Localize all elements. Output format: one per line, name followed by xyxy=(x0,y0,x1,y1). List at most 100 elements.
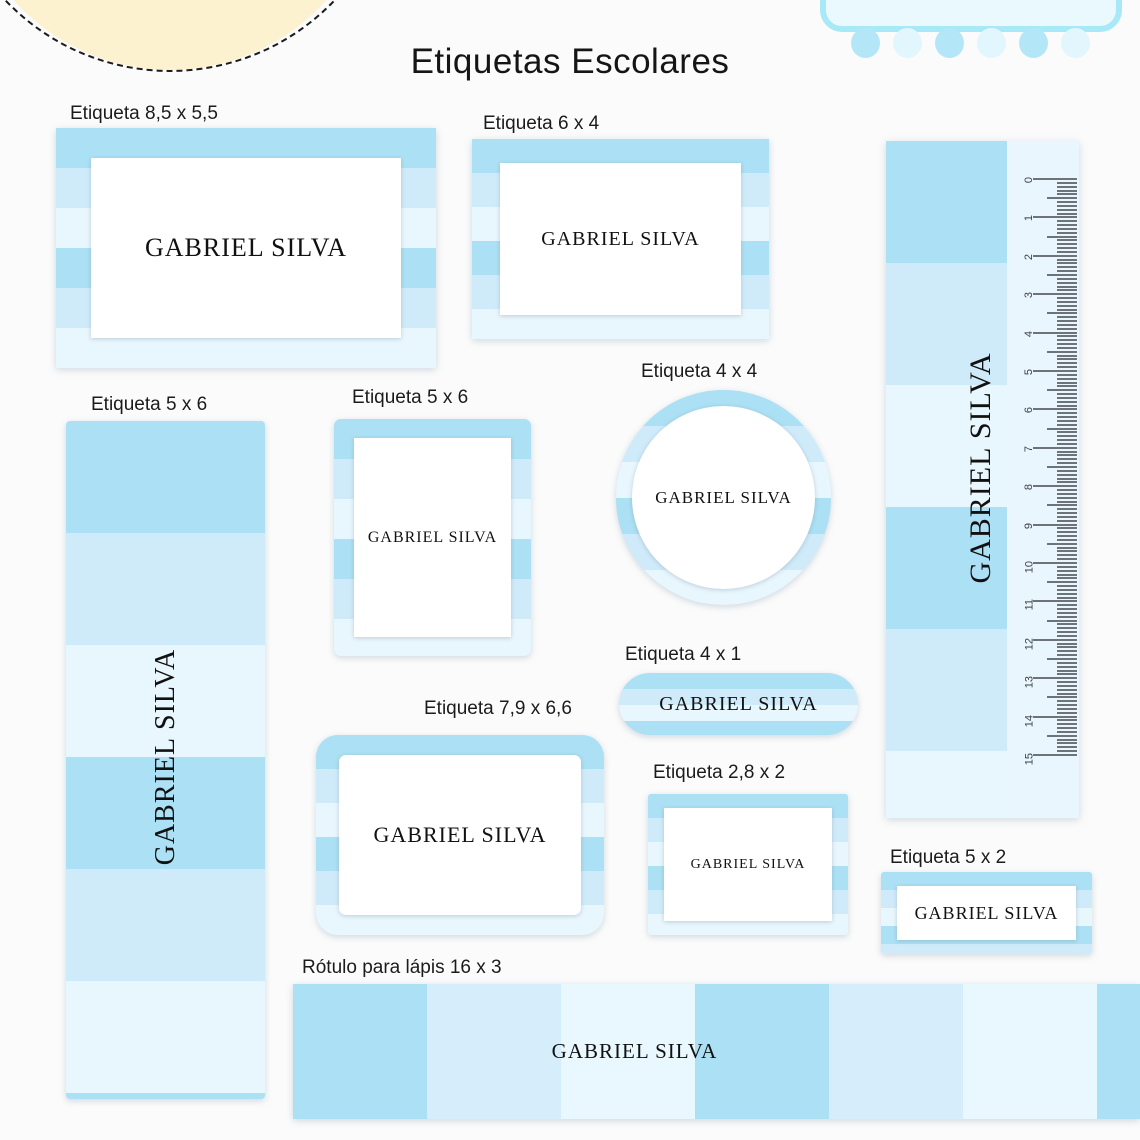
label-8-5x5-5[interactable]: GABRIEL SILVA xyxy=(56,128,436,368)
ruler-tick-minor xyxy=(1057,469,1077,472)
ruler-tick-minor xyxy=(1057,746,1077,749)
ruler-tick-minor xyxy=(1057,458,1077,461)
label-name: GABRIEL SILVA xyxy=(373,822,547,847)
ruler-tick-minor xyxy=(1057,416,1077,419)
ruler-tick-minor xyxy=(1057,450,1077,453)
ruler-tick-major xyxy=(1033,715,1077,718)
ruler-tick-minor xyxy=(1057,208,1077,211)
ruler-tick-half xyxy=(1047,696,1077,699)
ruler-tick-minor xyxy=(1057,585,1077,588)
label-5x6-vertical[interactable]: GABRIEL SILVA xyxy=(66,421,265,1099)
ruler-tick-number: 6 xyxy=(1023,407,1035,414)
label-5x2[interactable]: GABRIEL SILVA xyxy=(881,872,1092,954)
dot-decoration xyxy=(1061,28,1090,58)
ruler-tick-minor xyxy=(1057,281,1077,284)
ruler-tick-minor xyxy=(1057,611,1077,614)
caption-6x4: Etiqueta 6 x 4 xyxy=(483,113,600,134)
ruler-tick-minor xyxy=(1057,354,1077,357)
ruler-tick-major xyxy=(1033,562,1077,564)
label-name: GABRIEL SILVA xyxy=(150,648,181,866)
ruler-tick-minor xyxy=(1057,289,1077,292)
ruler-tick-half xyxy=(1047,581,1077,584)
caption-2-8x2: Etiqueta 2,8 x 2 xyxy=(653,762,786,783)
ruler-tick-minor xyxy=(1057,239,1077,242)
label-5x6[interactable]: GABRIEL SILVA xyxy=(334,419,531,656)
ruler-tick-minor xyxy=(1057,220,1077,223)
ruler-tick-minor xyxy=(1057,546,1077,549)
dot-decoration xyxy=(977,28,1006,58)
ruler-tick-minor xyxy=(1057,569,1077,572)
ruler-tick-minor xyxy=(1057,496,1077,499)
ruler-tick-minor xyxy=(1057,565,1077,568)
ruler-tick-major xyxy=(1033,754,1077,756)
label-card: GABRIEL SILVA xyxy=(354,438,511,637)
ruler-tick-half xyxy=(1047,274,1077,276)
rounded-rect-decoration xyxy=(820,0,1122,32)
label-pencil-16x3[interactable]: GABRIEL SILVA xyxy=(293,984,1140,1119)
ruler-tick-minor xyxy=(1057,366,1077,369)
caption-8-5x5-5: Etiqueta 8,5 x 5,5 xyxy=(70,103,218,124)
ruler-tick-minor xyxy=(1057,270,1077,273)
caption-5x2: Etiqueta 5 x 2 xyxy=(890,847,1007,868)
ruler-tick-minor xyxy=(1057,320,1077,323)
label-7-9x6-6[interactable]: GABRIEL SILVA xyxy=(316,735,604,935)
ruler-tick-minor xyxy=(1057,396,1077,399)
ruler-tick-half xyxy=(1047,504,1077,507)
ruler-tick-minor xyxy=(1057,500,1077,503)
ruler-tick-minor xyxy=(1057,362,1077,365)
ruler-tick-minor xyxy=(1057,558,1077,561)
ruler-tick-minor xyxy=(1057,688,1077,691)
ruler-tick-number: 8 xyxy=(1023,484,1035,491)
ruler-tick-minor xyxy=(1057,385,1077,388)
ruler-tick-minor xyxy=(1057,335,1077,338)
ruler-tick-minor xyxy=(1057,654,1077,657)
ruler-tick-major xyxy=(1033,216,1077,219)
ruler-tick-minor xyxy=(1057,393,1077,396)
ruler-tick-minor xyxy=(1057,212,1077,215)
ruler-tick-number: 9 xyxy=(1023,522,1035,529)
ruler-tick-major xyxy=(1033,446,1077,449)
label-2-8x2[interactable]: GABRIEL SILVA xyxy=(648,794,848,935)
label-4x4-circle[interactable]: GABRIEL SILVA xyxy=(616,390,831,605)
ruler-tick-minor xyxy=(1057,492,1077,495)
dot-decoration xyxy=(1019,28,1048,58)
ruler-tick-half xyxy=(1047,389,1077,392)
ruler-tick-major xyxy=(1033,178,1077,180)
ruler-tick-minor xyxy=(1057,719,1077,722)
ruler-tick-minor xyxy=(1057,473,1077,476)
label-4x1-pill[interactable]: GABRIEL SILVA xyxy=(619,673,858,735)
ruler-tick-minor xyxy=(1057,588,1077,591)
ruler-tick-minor xyxy=(1057,704,1077,707)
label-name: GABRIEL SILVA xyxy=(551,1039,718,1063)
dot-decoration xyxy=(893,28,922,58)
ruler-tick-number: 4 xyxy=(1023,330,1035,337)
ruler-tick-minor xyxy=(1057,439,1077,442)
ruler-tick-minor xyxy=(1057,646,1077,649)
ruler-tick-half xyxy=(1047,542,1077,545)
ruler-tick-minor xyxy=(1057,285,1077,288)
label-6x4[interactable]: GABRIEL SILVA xyxy=(472,139,769,339)
label-name: GABRIEL SILVA xyxy=(655,487,792,507)
ruler-tick-number: 14 xyxy=(1023,714,1035,727)
ruler-tick-minor xyxy=(1057,258,1077,261)
ruler-tick-minor xyxy=(1057,339,1077,342)
ruler-tick-minor xyxy=(1057,527,1077,530)
ruler-tick-half xyxy=(1047,734,1077,737)
ruler-tick-number: 7 xyxy=(1023,445,1035,452)
ruler-tick-number: 5 xyxy=(1023,369,1035,376)
ruler-tick-minor xyxy=(1057,297,1077,300)
ruler-tick-number: 2 xyxy=(1023,253,1035,260)
label-name: GABRIEL SILVA xyxy=(690,856,806,872)
ruler-tick-minor xyxy=(1057,377,1077,380)
ruler-tick-minor xyxy=(1057,477,1077,480)
ruler-tick-minor xyxy=(1057,266,1077,269)
ruler-tick-minor xyxy=(1057,231,1077,234)
ruler-tick-minor xyxy=(1057,519,1077,522)
ruler-tick-number: 12 xyxy=(1023,637,1035,651)
ruler-tick-minor xyxy=(1057,608,1077,611)
ruler-tick-half xyxy=(1047,619,1077,622)
ruler-tick-number: 11 xyxy=(1023,599,1035,611)
caption-pencil-label: Rótulo para lápis 16 x 3 xyxy=(302,957,502,978)
